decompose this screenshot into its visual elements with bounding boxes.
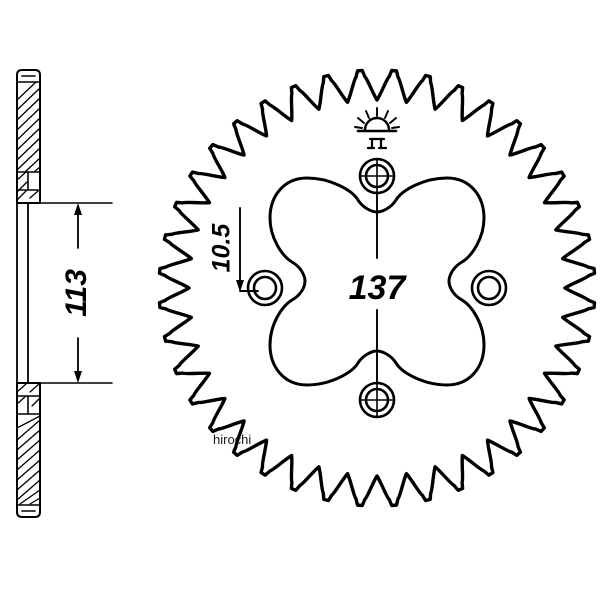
side-lower-hatch [16,383,41,505]
dimension-113-label: 113 [60,269,93,317]
side-rim-wall [16,202,29,384]
side-upper-hatch [16,81,41,201]
bolt-hole-bottom [358,381,396,419]
watermark: hirochi [213,432,251,447]
dimension-10-5-label: 10.5 [208,223,236,273]
dimension-137: 137 [349,192,408,384]
sunrise-logo [354,107,400,150]
center-cutout [268,176,486,387]
side-lower-rim [16,382,41,518]
dimension-10-5: 10.5 [208,207,259,292]
bolt-hole-left [246,269,284,307]
sprocket-teeth-ring [157,68,597,508]
bolt-hole-top [358,157,396,195]
dimension-137-label: 137 [349,269,408,307]
side-upper-rim [16,69,41,204]
front-view: 137 10.5 [157,68,597,508]
dim-extension-lines [27,202,113,384]
bolt-hole-right [470,269,508,307]
dimension-113: 113 [60,203,93,383]
logo-mark [366,137,388,150]
side-section-view: 113 [16,69,113,518]
